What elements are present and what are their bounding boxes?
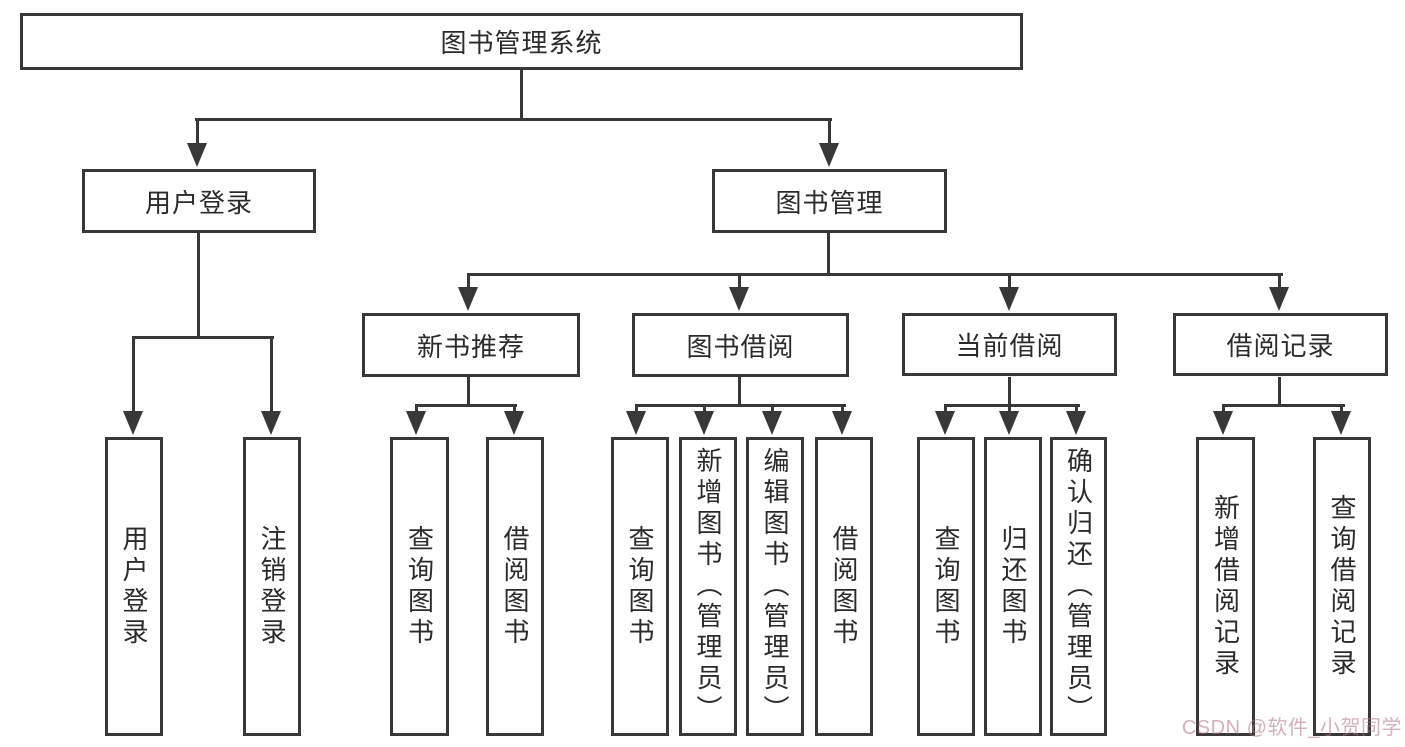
node-book-management: 图书管理	[712, 169, 947, 233]
connector-line	[467, 273, 470, 290]
node-label: 新增图书（管理员）	[693, 447, 723, 726]
connector-line	[1222, 404, 1345, 407]
connector-line	[703, 404, 706, 414]
arrow-down-icon	[935, 411, 955, 435]
arrow-down-icon	[819, 143, 839, 167]
arrow-down-icon	[694, 411, 714, 435]
leaf-add-book-admin: 新增图书（管理员）	[679, 437, 737, 736]
node-label: 归还图书	[998, 524, 1028, 649]
node-label: 确认归还（管理员）	[1063, 447, 1094, 726]
connector-line	[944, 404, 947, 414]
arrow-down-icon	[626, 411, 646, 435]
node-label: 当前借阅	[955, 331, 1064, 361]
arrow-down-icon	[999, 287, 1019, 311]
node-label: 新增借阅记录	[1210, 493, 1241, 680]
connector-line	[415, 404, 418, 414]
connector-line	[738, 377, 741, 404]
leaf-return-books: 归还图书	[984, 437, 1042, 736]
connector-line	[827, 233, 830, 273]
arrow-down-icon	[1331, 411, 1351, 435]
connector-line	[513, 404, 516, 414]
arrow-down-icon	[832, 411, 852, 435]
arrow-down-icon	[187, 143, 207, 167]
connector-line	[132, 336, 135, 414]
leaf-borrow-books-a: 借阅图书	[486, 437, 544, 736]
node-label: 图书借阅	[686, 331, 795, 362]
node-label: 图书管理	[775, 187, 884, 218]
arrow-down-icon	[504, 411, 524, 435]
arrow-down-icon	[1066, 411, 1086, 435]
node-label: 用户登录	[119, 524, 149, 649]
connector-line	[1222, 404, 1225, 414]
arrow-down-icon	[1269, 287, 1289, 311]
connector-line	[841, 404, 844, 414]
node-label: 编辑图书（管理员）	[760, 447, 790, 726]
leaf-confirm-return-admin: 确认归还（管理员）	[1050, 437, 1107, 736]
connector-line	[738, 273, 741, 290]
arrow-down-icon	[123, 411, 143, 435]
node-book-borrowing: 图书借阅	[632, 313, 849, 377]
arrow-down-icon	[458, 287, 478, 311]
connector-line	[1008, 273, 1011, 290]
node-label: 借阅图书	[829, 524, 859, 649]
connector-line	[467, 273, 1283, 276]
node-label: 查询图书	[404, 524, 435, 649]
connector-line	[828, 118, 831, 146]
connector-line	[197, 233, 200, 336]
connector-line	[467, 377, 470, 404]
connector-line	[1075, 404, 1078, 414]
connector-line	[415, 404, 517, 407]
arrow-down-icon	[1213, 411, 1233, 435]
node-label: 新书推荐	[416, 331, 525, 362]
leaf-user-login: 用户登录	[105, 437, 163, 736]
connector-line	[195, 118, 832, 121]
node-borrowing-records: 借阅记录	[1173, 313, 1388, 376]
leaf-edit-book-admin: 编辑图书（管理员）	[746, 437, 804, 736]
connector-line	[1278, 377, 1281, 404]
leaf-query-borrow-record: 查询借阅记录	[1313, 437, 1371, 736]
node-label: 借阅记录	[1226, 331, 1335, 361]
watermark: CSDN @软件_小贺同学	[1181, 717, 1402, 739]
leaf-logout: 注销登录	[243, 437, 301, 736]
arrow-down-icon	[406, 411, 426, 435]
node-label: 注销登录	[257, 524, 287, 649]
node-label: 查询借阅记录	[1327, 493, 1357, 680]
connector-line	[196, 118, 199, 146]
arrow-down-icon	[999, 411, 1019, 435]
leaf-query-books-b: 查询图书	[611, 437, 669, 736]
node-label: 查询图书	[931, 524, 961, 649]
connector-line	[944, 404, 1080, 407]
arrow-down-icon	[762, 411, 782, 435]
connector-line	[1008, 404, 1011, 414]
connector-line	[635, 404, 846, 407]
node-user-login: 用户登录	[82, 169, 316, 233]
node-library-management-system: 图书管理系统	[20, 13, 1023, 70]
node-label: 借阅图书	[500, 524, 530, 649]
leaf-query-books-c: 查询图书	[917, 437, 975, 736]
node-new-book-recommendation: 新书推荐	[362, 313, 580, 377]
connector-line	[270, 336, 273, 414]
arrow-down-icon	[261, 411, 281, 435]
leaf-query-books-a: 查询图书	[390, 437, 449, 736]
node-label: 用户登录	[144, 187, 253, 218]
node-label: 图书管理系统	[440, 28, 603, 58]
leaf-add-borrow-record: 新增借阅记录	[1196, 437, 1255, 736]
connector-line	[520, 70, 523, 118]
connector-line	[1008, 377, 1011, 404]
connector-line	[771, 404, 774, 414]
arrow-down-icon	[729, 287, 749, 311]
connector-line	[635, 404, 638, 414]
node-label: 查询图书	[625, 524, 655, 649]
node-current-borrowing: 当前借阅	[902, 313, 1117, 376]
connector-line	[1340, 404, 1343, 414]
connector-line	[1278, 273, 1281, 290]
leaf-borrow-books-b: 借阅图书	[815, 437, 873, 736]
connector-line	[132, 336, 274, 339]
